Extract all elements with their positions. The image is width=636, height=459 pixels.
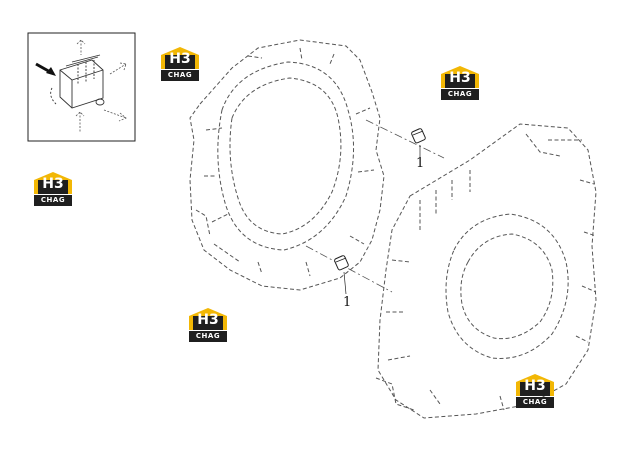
watermark-logo: H3 CHAG <box>441 66 479 100</box>
engine-block <box>375 123 597 419</box>
bell-housing <box>189 39 385 291</box>
watermark-logo: H3 CHAG <box>189 308 227 342</box>
dowel-pin-lower <box>305 245 393 295</box>
watermark-logo: H3 CHAG <box>34 172 72 206</box>
callout-lower: 1 <box>343 295 352 310</box>
dowel-pin-upper <box>365 119 445 159</box>
callout-upper: 1 <box>416 156 425 171</box>
watermark-logo: H3 CHAG <box>516 374 554 408</box>
inset-detail-view <box>27 32 136 142</box>
watermark-logo: H3 CHAG <box>161 47 199 81</box>
